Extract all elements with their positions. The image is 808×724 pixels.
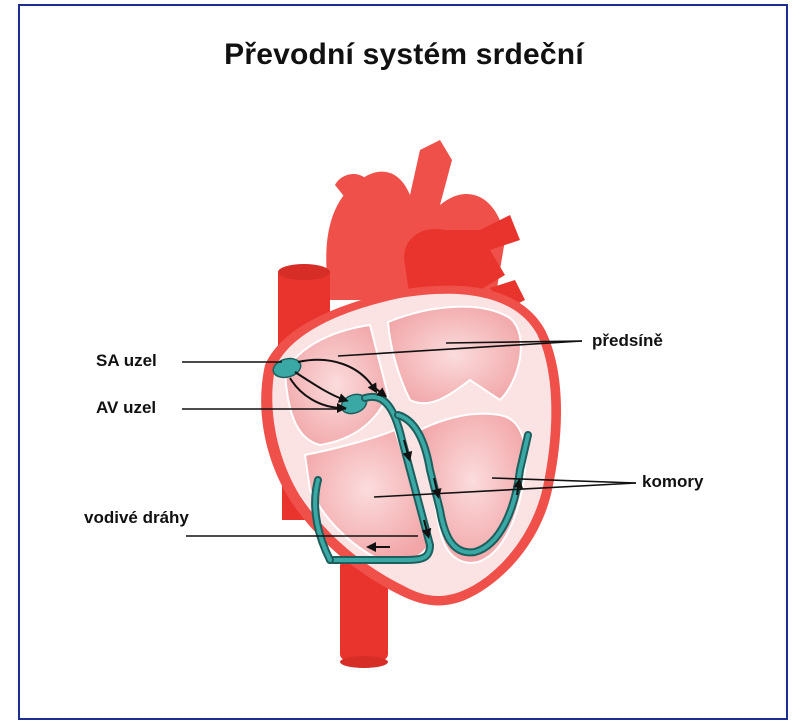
label-conduction-pathways: vodivé dráhy — [84, 508, 189, 528]
label-ventricles: komory — [642, 472, 703, 492]
label-atria: předsíně — [592, 331, 663, 351]
label-sa-node: SA uzel — [96, 351, 157, 371]
label-av-node: AV uzel — [96, 398, 156, 418]
